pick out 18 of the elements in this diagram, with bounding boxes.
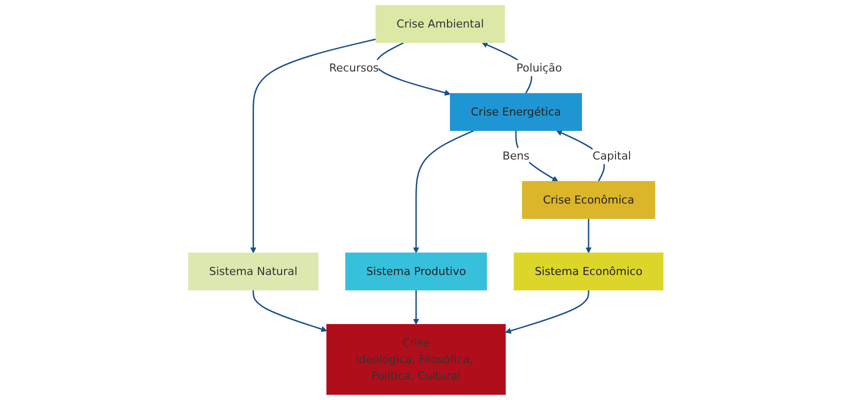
edge-label: Capital xyxy=(592,149,632,162)
node-box: Crise Econômica xyxy=(522,181,656,219)
edge-label: Poluição xyxy=(516,61,562,74)
node-box: Crise Energética xyxy=(450,93,582,131)
arrow xyxy=(505,290,590,334)
arrow xyxy=(586,218,592,254)
node-box: Sistema Produtivo xyxy=(345,252,488,290)
node-box: Sistema Econômico xyxy=(514,252,664,290)
arrow xyxy=(376,42,451,96)
edge-label: Recursos xyxy=(329,61,379,74)
node-box: Crise Ambiental xyxy=(376,5,506,43)
node-box: Crise Ideológica, Filosófica, Política, Cultural xyxy=(326,324,506,395)
node-box: Sistema Natural xyxy=(188,252,319,290)
arrow xyxy=(252,290,328,332)
edge-label: Bens xyxy=(502,149,530,162)
arrow xyxy=(413,290,420,325)
arrow xyxy=(250,38,376,254)
arrow xyxy=(413,130,474,254)
